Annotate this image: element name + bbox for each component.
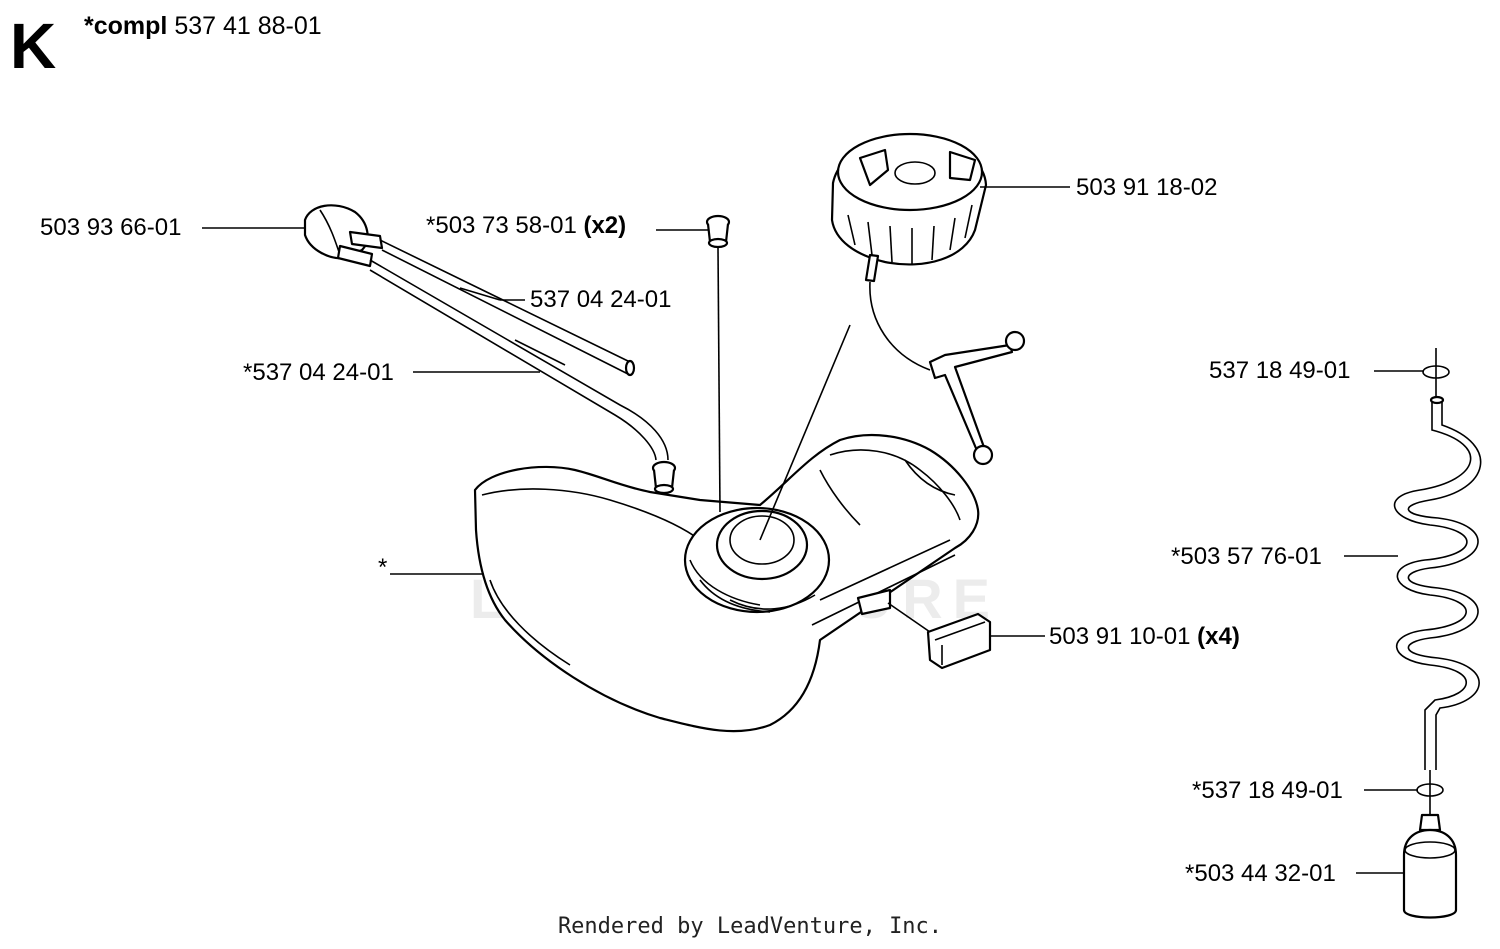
callout-fuel-cap[interactable]: 503 91 18-02 bbox=[1076, 174, 1218, 201]
connector-drawing bbox=[303, 204, 384, 268]
callout-coiled-fuel-hose[interactable]: *503 57 76-01 bbox=[1171, 543, 1322, 570]
grommet-drawing bbox=[705, 214, 731, 249]
callout-fuel-tank[interactable]: * bbox=[378, 554, 388, 581]
callout-grommet[interactable]: *503 73 58-01 (x2) bbox=[426, 212, 627, 239]
callout-fuel-filter[interactable]: *503 44 32-01 bbox=[1185, 860, 1336, 887]
leader-lines bbox=[202, 186, 1424, 874]
fuel-cap-drawing bbox=[830, 132, 1026, 466]
callout-fuel-hose-upper[interactable]: 537 04 24-01 bbox=[530, 286, 672, 313]
assembly-part-number: 537 41 88-01 bbox=[174, 12, 322, 40]
rubber-mount-drawing bbox=[926, 612, 992, 670]
coil-assembly-drawing bbox=[1393, 348, 1482, 919]
fuel-hoses-drawing bbox=[369, 239, 669, 461]
footer-credit: Rendered by LeadVenture, Inc. bbox=[557, 914, 943, 939]
callout-clamp-top[interactable]: 537 18 49-01 bbox=[1209, 357, 1351, 384]
assembly-title: *compl 537 41 88-01 bbox=[84, 14, 322, 39]
callout-fuel-hose-lower[interactable]: *537 04 24-01 bbox=[243, 359, 394, 386]
assembly-title-prefix: *compl bbox=[84, 12, 168, 40]
callout-fuel-filter-pipe-connector[interactable]: 503 93 66-01 bbox=[40, 214, 182, 241]
section-letter: K bbox=[10, 10, 57, 82]
callout-clamp-bottom[interactable]: *537 18 49-01 bbox=[1192, 777, 1343, 804]
fuel-tank-drawing bbox=[473, 434, 980, 733]
callout-rubber-mount[interactable]: 503 91 10-01 (x4) bbox=[1049, 623, 1240, 650]
